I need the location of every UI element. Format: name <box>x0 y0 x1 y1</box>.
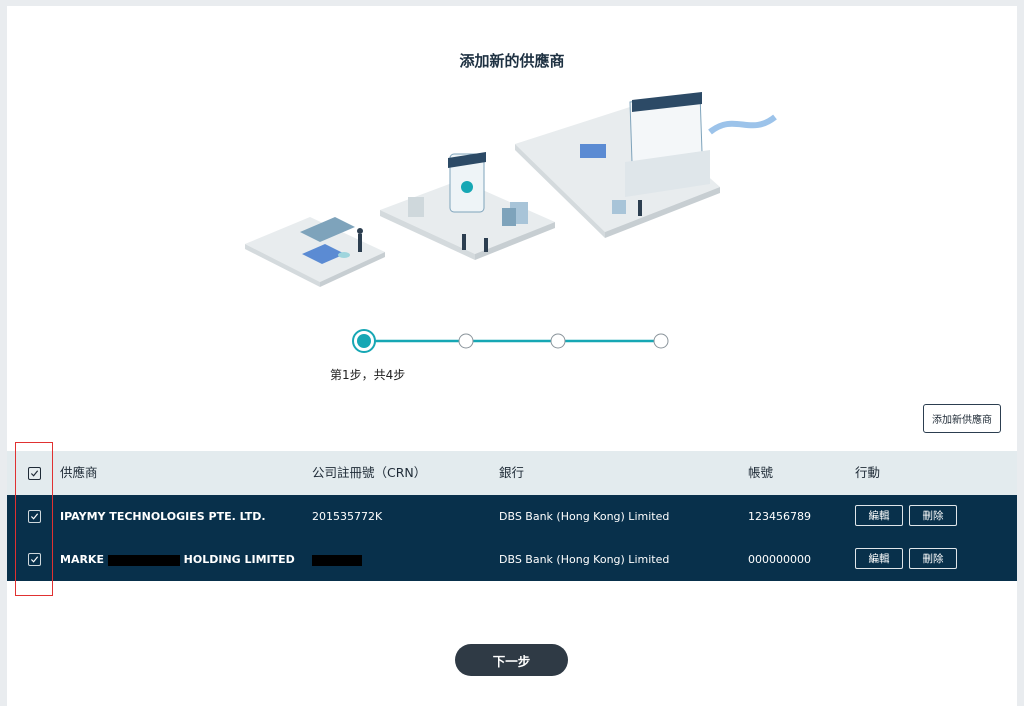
platform-right <box>515 92 777 238</box>
row-checkbox[interactable] <box>28 553 41 566</box>
platform-middle <box>380 152 555 260</box>
redaction-mark <box>312 554 362 566</box>
vendor-name-prefix: MARKE <box>60 553 104 566</box>
table-row: MARKE HOLDING LIMITED DBS Bank (Hong Kon… <box>7 538 1017 581</box>
header-action: 行動 <box>855 465 881 480</box>
vendor-account: 123456789 <box>748 510 811 523</box>
page-title: 添加新的供應商 <box>459 52 565 70</box>
vendor-bank: DBS Bank (Hong Kong) Limited <box>499 553 670 566</box>
next-step-button[interactable]: 下一步 <box>455 644 568 676</box>
redaction-mark <box>107 554 180 566</box>
onboarding-illustration <box>245 92 777 287</box>
header-crn: 公司註冊號（CRN） <box>312 465 427 480</box>
step-1-indicator-dot <box>357 334 371 348</box>
step-2-indicator <box>458 333 474 349</box>
progress-stepper <box>352 329 669 353</box>
select-all-checkbox[interactable] <box>28 467 41 480</box>
delete-button[interactable]: 刪除 <box>909 548 957 569</box>
check-icon <box>30 513 39 520</box>
header-account: 帳號 <box>748 465 774 480</box>
vendor-crn: 201535772K <box>312 510 383 523</box>
vendor-bank: DBS Bank (Hong Kong) Limited <box>499 510 670 523</box>
step-caption: 第1步，共4步 <box>330 368 406 382</box>
header-bank: 銀行 <box>499 465 525 480</box>
delete-button[interactable]: 刪除 <box>909 505 957 526</box>
table-header: 供應商 公司註冊號（CRN） 銀行 帳號 行動 <box>7 451 1017 495</box>
vendor-crn-redacted <box>312 538 362 581</box>
add-vendor-button[interactable]: 添加新供應商 <box>923 404 1001 433</box>
check-icon <box>30 556 39 563</box>
row-checkbox[interactable] <box>28 510 41 523</box>
vendor-name: IPAYMY TECHNOLOGIES PTE. LTD. <box>60 510 266 523</box>
step-3-indicator <box>550 333 566 349</box>
edit-button[interactable]: 編輯 <box>855 505 903 526</box>
edit-button[interactable]: 編輯 <box>855 548 903 569</box>
table-body: IPAYMY TECHNOLOGIES PTE. LTD. 201535772K… <box>7 495 1017 581</box>
platform-left <box>245 217 385 287</box>
step-4-indicator <box>653 333 669 349</box>
check-icon <box>30 470 39 477</box>
main-card <box>7 6 1017 706</box>
header-vendor: 供應商 <box>60 465 98 480</box>
table-row: IPAYMY TECHNOLOGIES PTE. LTD. 201535772K… <box>7 495 1017 538</box>
vendor-name-suffix: HOLDING LIMITED <box>183 553 295 566</box>
highlight-annotation <box>15 442 53 596</box>
vendor-account: 000000000 <box>748 553 811 566</box>
vendor-name: MARKE HOLDING LIMITED <box>60 538 295 581</box>
